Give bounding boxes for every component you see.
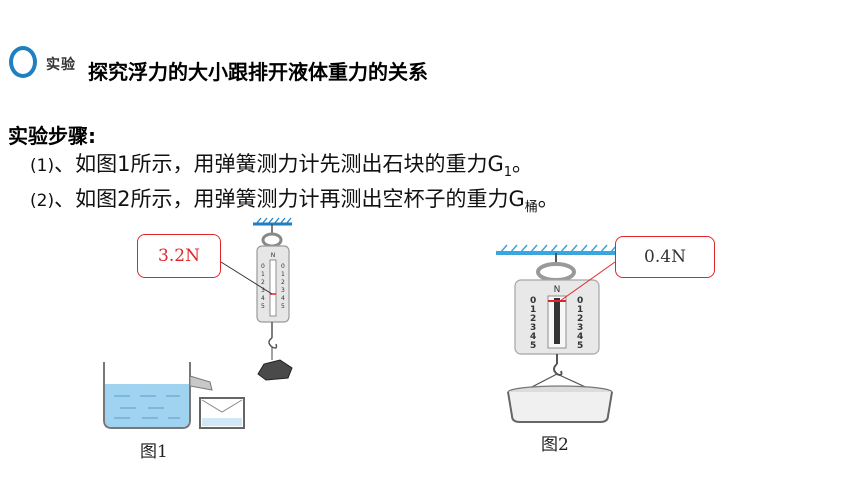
svg-text:N: N: [271, 252, 276, 259]
svg-text:3: 3: [281, 287, 285, 294]
svg-text:4: 4: [577, 332, 583, 342]
step-1-text: 、如图1所示，用弹簧测力计先测出石块的重力G: [54, 152, 504, 176]
svg-text:0: 0: [577, 296, 583, 306]
figure-2-apparatus: N 012 345 012 345: [496, 244, 627, 423]
step-2-text: 、如图2所示，用弹簧测力计再测出空杯子的重力G: [54, 187, 525, 211]
svg-text:4: 4: [530, 332, 536, 342]
svg-text:0: 0: [530, 296, 536, 306]
steps-heading: 实验步骤:: [8, 124, 96, 148]
svg-text:1: 1: [281, 271, 285, 278]
svg-text:5: 5: [530, 341, 536, 351]
svg-text:3: 3: [261, 287, 265, 294]
step-2-end: 。: [537, 187, 559, 211]
badge-label: 实验: [46, 57, 76, 73]
svg-text:5: 5: [261, 303, 265, 310]
svg-text:5: 5: [281, 303, 285, 310]
svg-text:1: 1: [261, 271, 265, 278]
svg-text:0: 0: [281, 263, 285, 270]
step-2-number: (2): [30, 191, 55, 211]
figure-2-reading-callout: 0.4N: [615, 236, 715, 278]
svg-text:3: 3: [530, 323, 536, 333]
figure-1-apparatus: N 012 345 012 345: [103, 217, 293, 429]
step-2: (2)、如图2所示，用弹簧测力计再测出空杯子的重力G桶。: [30, 183, 559, 215]
svg-text:4: 4: [281, 295, 285, 302]
svg-text:2: 2: [530, 314, 536, 324]
svg-text:5: 5: [577, 341, 583, 351]
step-1-number: (1): [30, 156, 55, 176]
step-2-subscript: 桶: [524, 200, 538, 216]
figure-2-caption: 图2: [541, 435, 569, 455]
figure-1-caption: 图1: [140, 442, 168, 462]
step-1-end: 。: [512, 152, 534, 176]
figure-1-reading-callout: 3.2N: [137, 234, 221, 278]
page-title: 探究浮力的大小跟排开液体重力的关系: [88, 60, 428, 84]
svg-text:0: 0: [261, 263, 265, 270]
step-1-subscript: 1: [503, 165, 513, 181]
svg-text:3: 3: [577, 323, 583, 333]
svg-text:2: 2: [281, 279, 285, 286]
experiment-badge: 实验: [6, 44, 86, 84]
svg-text:N: N: [554, 285, 561, 295]
step-1: (1)、如图1所示，用弹簧测力计先测出石块的重力G1。: [30, 148, 533, 180]
svg-text:1: 1: [577, 305, 583, 315]
svg-text:2: 2: [261, 279, 265, 286]
svg-text:1: 1: [530, 305, 536, 315]
svg-text:2: 2: [577, 314, 583, 324]
svg-text:4: 4: [261, 295, 265, 302]
badge-ring-icon: [9, 46, 37, 78]
